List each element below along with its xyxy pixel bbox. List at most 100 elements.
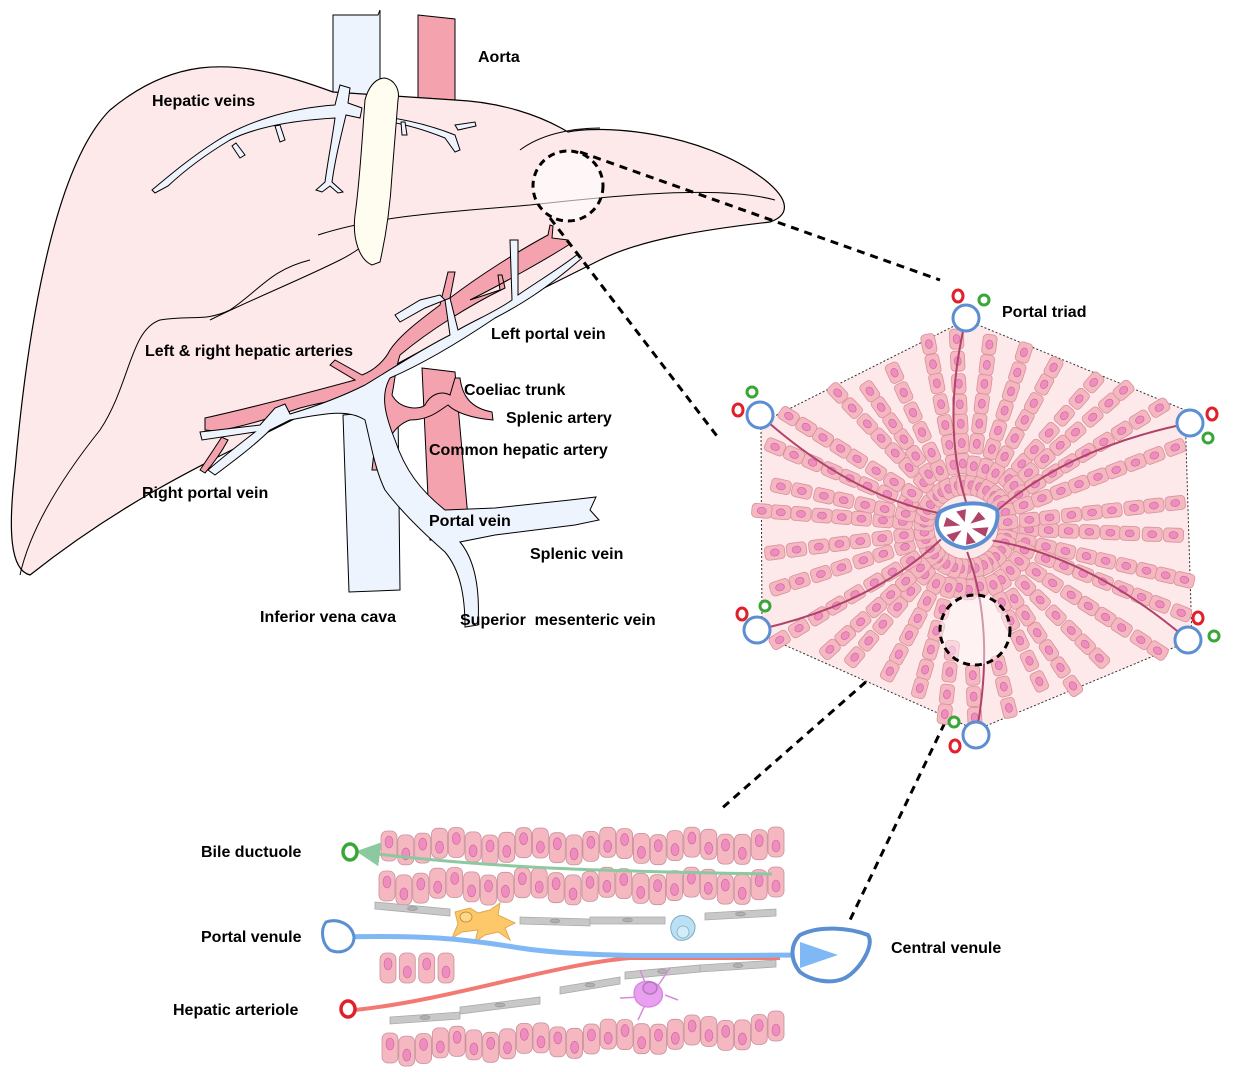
hepatocyte <box>1143 497 1165 514</box>
hepatocyte <box>615 868 633 899</box>
portal-triad <box>951 288 991 333</box>
hepatocyte <box>666 1018 684 1050</box>
hepatocyte <box>938 683 955 706</box>
hepatocyte <box>879 660 900 683</box>
hepatocyte <box>581 871 599 902</box>
hepatocyte <box>854 496 877 514</box>
hepatocyte <box>767 826 785 858</box>
hepatocyte <box>1129 629 1152 650</box>
hepatocyte <box>834 625 857 647</box>
liver-left-lobe-edge <box>519 127 601 151</box>
portal-triad <box>1175 406 1219 445</box>
hepatocyte <box>412 872 430 904</box>
hepatocyte <box>988 419 1008 442</box>
hepatic-arteriole-icon <box>948 738 962 754</box>
hepatocyte <box>1170 603 1193 623</box>
hepatocyte <box>830 558 853 577</box>
lobule-zoom-circle <box>938 593 1012 667</box>
hepatocyte <box>881 561 904 582</box>
hepatocyte <box>599 826 617 858</box>
bile-ductule-icon <box>745 385 759 399</box>
hepatocyte <box>716 873 734 905</box>
label-aorta: Aorta <box>478 49 520 66</box>
hepatocyte <box>1148 594 1171 614</box>
portal-venule-icon <box>951 303 981 333</box>
hepatocyte <box>1010 629 1030 652</box>
hepatic-lobule: Portal triad <box>731 288 1221 754</box>
hepatocyte <box>1164 438 1187 457</box>
hepatocyte <box>811 427 835 448</box>
hepatocyte <box>734 1019 751 1051</box>
hepatocyte <box>872 613 894 636</box>
hepatocyte <box>819 638 841 661</box>
label-splenic-vein: Splenic vein <box>530 546 623 563</box>
hepatocyte <box>650 1023 667 1055</box>
hepatocyte <box>921 638 940 661</box>
hepatocyte <box>431 827 448 859</box>
label-hepatic-veins: Hepatic veins <box>152 93 255 110</box>
hepatocyte <box>1015 604 1036 627</box>
hepatocyte <box>982 438 1001 461</box>
hepatocyte <box>832 491 855 509</box>
portal-venule-icon <box>1175 408 1205 438</box>
hepatocyte <box>811 507 833 524</box>
central-venule-arrowhead <box>800 942 838 968</box>
hepatocyte <box>917 589 937 613</box>
hepatocyte <box>1052 556 1075 576</box>
hepatocyte <box>1060 619 1083 642</box>
hepatocyte <box>790 506 812 522</box>
hepatocyte <box>921 441 942 464</box>
hepatocyte <box>480 874 497 906</box>
hepatic-arteriole-icon <box>1191 610 1205 626</box>
hepatocyte <box>549 1026 567 1058</box>
hepatocyte <box>1014 341 1034 364</box>
hepatocyte <box>717 1020 735 1051</box>
hepatocyte <box>1173 571 1196 589</box>
hepatocyte <box>807 606 830 627</box>
hepatocyte <box>1110 420 1133 441</box>
flow-arrowhead <box>966 531 976 545</box>
hepatocyte <box>1094 606 1117 628</box>
hepatocyte <box>565 834 583 866</box>
hepatic-arteriole-icon <box>1205 406 1219 422</box>
central-vein-arrows <box>943 509 989 545</box>
hepatocyte <box>616 1019 634 1050</box>
hepatocyte <box>795 416 818 438</box>
kupffer-nucleus <box>459 911 473 923</box>
hepatocyte <box>767 1010 785 1042</box>
kupffer-cell <box>450 901 517 944</box>
hepatocyte <box>649 834 667 866</box>
hepatocyte <box>1018 511 1041 528</box>
hepatocyte <box>547 872 565 904</box>
hepatocyte <box>1062 674 1084 697</box>
hepatocyte <box>1034 373 1055 396</box>
hepatocyte <box>809 564 832 584</box>
hepatocyte <box>395 874 413 906</box>
label-left-right-hepatic-arteries: Left & right hepatic arteries <box>145 343 353 360</box>
hepatocyte <box>1110 617 1133 638</box>
hepatocyte <box>1004 426 1025 450</box>
sinusoid-line <box>756 538 942 631</box>
hepatocyte <box>863 572 886 593</box>
hepatocyte <box>990 654 1008 677</box>
hepatocyte <box>1119 525 1141 542</box>
hepatocyte <box>532 827 549 859</box>
hepatocyte <box>953 413 969 435</box>
bile-ductule-icon <box>1207 629 1221 643</box>
hepatocyte <box>498 831 516 863</box>
hepatocyte <box>1068 388 1090 410</box>
hepatocyte <box>448 1025 466 1057</box>
endothelial-cell <box>559 976 621 995</box>
hepatocyte <box>1123 499 1145 516</box>
hepatocyte <box>1115 557 1138 575</box>
endothelial-cell <box>704 908 777 921</box>
hepatocyte <box>530 867 548 899</box>
hepatocyte <box>446 867 464 898</box>
hepatocyte <box>994 445 1015 468</box>
hepatocyte <box>381 1032 399 1064</box>
hepatocyte <box>1077 595 1100 617</box>
hepatocyte <box>910 677 929 700</box>
hepatocyte <box>1023 392 1044 415</box>
hepatocyte <box>1081 406 1104 428</box>
hepatocyte <box>683 866 700 898</box>
